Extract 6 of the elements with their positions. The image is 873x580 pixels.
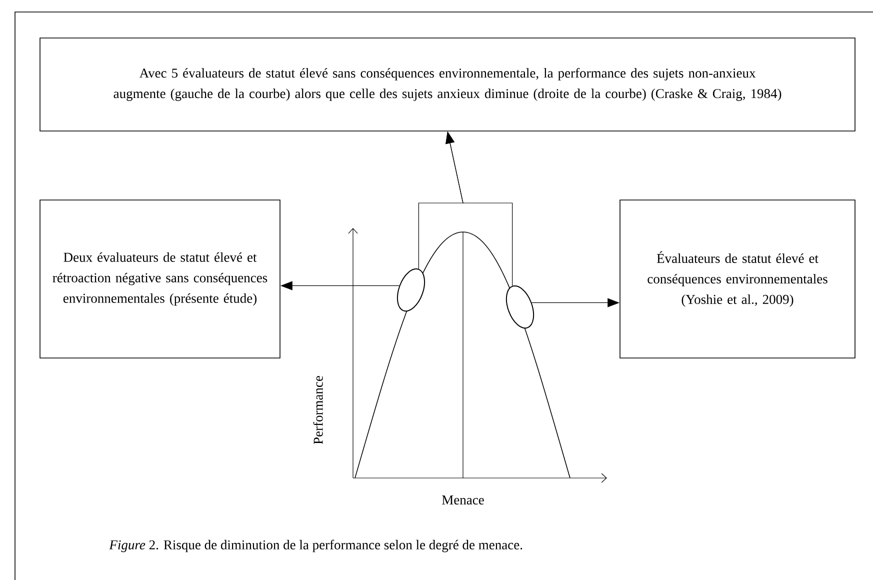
figure-caption: Figure 2. Risque de diminution de la performance selon le degré de menace.: [109, 540, 522, 552]
axis-label: Performance: [313, 376, 323, 444]
condition-box: Deux évaluateurs de statut élevé et rétroaction négative sans conséquences environnementales (présente étude): [40, 200, 280, 358]
statement-box: Avec 5 évaluateurs de statut élevé sans conséquences environnementale, la performance des sujets non-anxieux augmente (gauche de la courbe) alors que celle des sujets anxieux diminue (droite de la courbe) (Craske & Craig, 1984): [40, 38, 856, 132]
condition-box: Évaluateurs de statut élevé et conséquences environnementales (Yoshie et al., 2009): [620, 200, 856, 358]
axis-label: Menace: [442, 496, 484, 504]
